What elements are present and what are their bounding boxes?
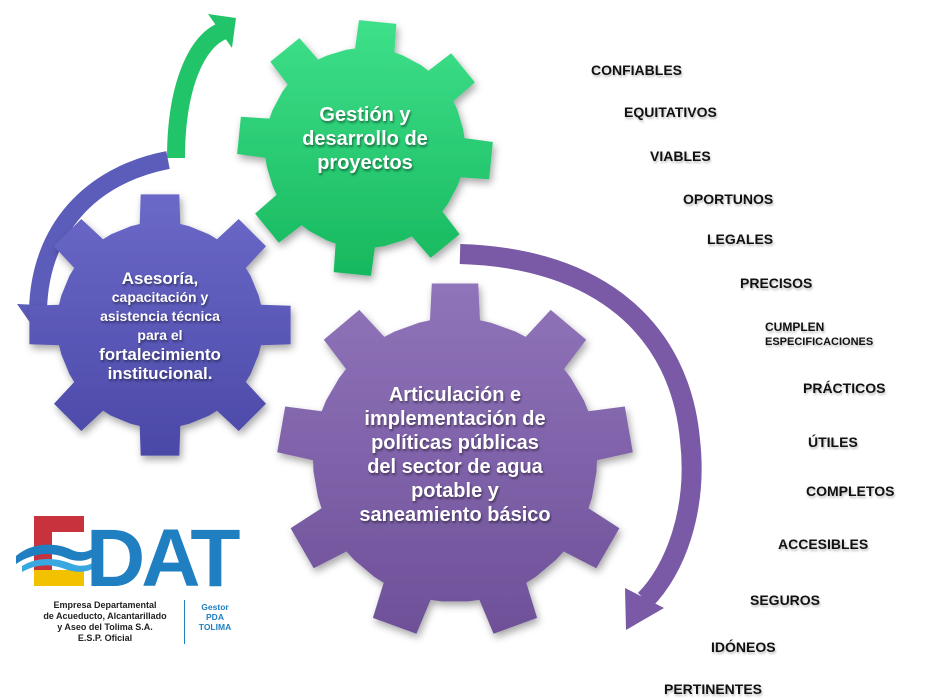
gear-blue-line: capacitación y	[111, 289, 209, 305]
quality-precisos: PRECISOS	[740, 275, 813, 291]
edat-logo: DAT Empresa Departamental de Acueducto, …	[12, 512, 257, 662]
quality-confiables: CONFIABLES	[591, 62, 682, 78]
green-arrow	[167, 14, 236, 159]
quality-cumplen: CUMPLEN	[765, 320, 825, 334]
edat-divider	[184, 600, 185, 644]
quality-legales: LEGALES	[707, 231, 774, 247]
quality-accesibles: ACCESIBLES	[778, 536, 869, 552]
gear-green-line: Gestión y	[319, 104, 411, 126]
quality-equitativos: EQUITATIVOS	[624, 104, 717, 120]
quality-idoneos: IDÓNEOS	[711, 639, 776, 655]
quality-completos: COMPLETOS	[806, 483, 895, 499]
gear-purple	[277, 283, 633, 634]
edat-caption-line: Empresa Departamental	[53, 600, 157, 610]
quality-especificaciones: ESPECIFICACIONES	[765, 336, 874, 348]
gear-green	[237, 20, 493, 276]
gear-blue-line: institucional.	[107, 364, 213, 383]
edat-gestor: Gestor PDA TOLIMA	[190, 602, 240, 632]
gear-blue-line: para el	[137, 327, 183, 343]
gear-purple-label: Articulación e implementación de polític…	[335, 383, 575, 527]
gear-purple-line: del sector de agua	[367, 456, 543, 478]
gear-purple-line: implementación de	[364, 408, 546, 430]
edat-gestor-line: TOLIMA	[198, 622, 232, 632]
edat-gestor-line: Gestor	[201, 602, 229, 612]
gear-green-line: proyectos	[317, 152, 413, 174]
gear-purple-line: Articulación e	[388, 384, 522, 406]
quality-pertinentes: PERTINENTES	[664, 681, 763, 697]
gear-green-line: desarrollo de	[302, 128, 428, 150]
gear-blue-line: asistencia técnica	[100, 308, 220, 324]
quality-practicos: PRÁCTICOS	[803, 380, 886, 396]
edat-caption: Empresa Departamental de Acueducto, Alca…	[30, 600, 180, 644]
gear-green-label: Gestión y desarrollo de proyectos	[285, 103, 445, 175]
quality-oportunos: OPORTUNOS	[683, 191, 774, 207]
quality-viables: VIABLES	[650, 148, 711, 164]
quality-seguros: SEGUROS	[750, 592, 821, 608]
edat-caption-line: de Acueducto, Alcantarillado	[43, 611, 167, 621]
quality-utiles: ÚTILES	[808, 434, 858, 450]
gear-purple-line: saneamiento básico	[359, 504, 551, 526]
quality-cumplen-especificaciones: CUMPLEN ESPECIFICACIONES	[765, 320, 873, 350]
gear-blue-label: Asesoría, capacitación y asistencia técn…	[80, 269, 240, 383]
gear-purple-line: políticas públicas	[371, 432, 539, 454]
edat-caption-line: y Aseo del Tolima S.A.	[57, 622, 153, 632]
gear-purple-line: potable y	[411, 480, 499, 502]
gear-blue	[29, 194, 291, 456]
edat-caption-line: E.S.P. Oficial	[77, 633, 133, 643]
edat-wordmark: DAT	[16, 513, 244, 597]
purple-arrow	[459, 244, 702, 630]
edat-wordmark-dat: DAT	[86, 513, 240, 597]
gear-blue-line: fortalecimiento	[99, 345, 221, 364]
edat-gestor-line: PDA	[206, 612, 224, 622]
gear-blue-line: Asesoría,	[121, 269, 199, 288]
